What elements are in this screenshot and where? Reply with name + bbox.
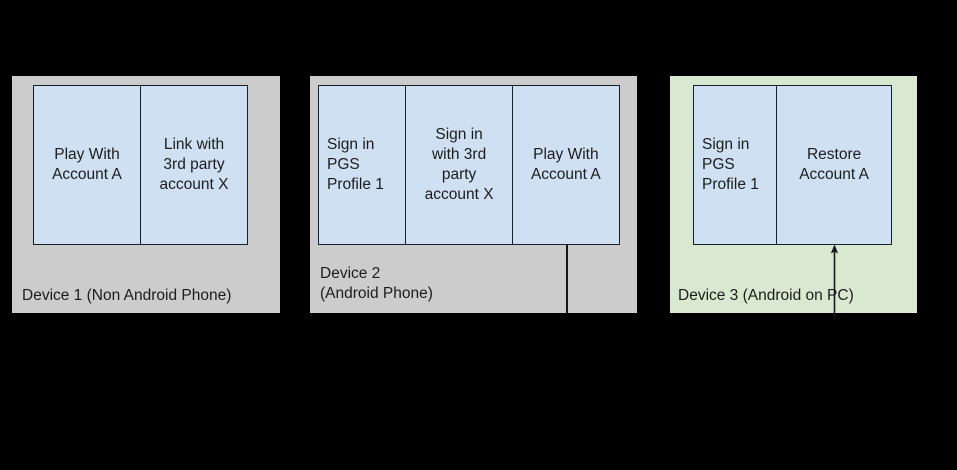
step-strip-device-1: Play With Account A Link with 3rd party … — [33, 85, 248, 245]
step-strip-device-2: Sign in PGS Profile 1 Sign in with 3rd p… — [318, 85, 620, 245]
device-caption-device-3: Device 3 (Android on PC) — [678, 287, 854, 304]
connector-restore-inbound-arrow — [830, 244, 839, 319]
step-cell[interactable]: Sign in PGS Profile 1 — [694, 86, 778, 244]
connector-device2-drop-line — [566, 245, 568, 313]
device-caption-device-2: Device 2 (Android Phone) — [320, 265, 433, 303]
step-cell[interactable]: Sign in PGS Profile 1 — [319, 86, 407, 244]
step-cell[interactable]: Play With Account A — [530, 145, 601, 183]
step-cell[interactable]: Play With Account A — [34, 86, 141, 244]
arrowhead-up-icon — [830, 244, 839, 254]
step-cell[interactable]: Sign in with 3rd party account X — [406, 86, 513, 244]
device-caption-device-1: Device 1 (Non Android Phone) — [22, 287, 232, 304]
step-cell[interactable]: Link with 3rd party account X — [159, 135, 229, 194]
step-strip-device-3: Sign in PGS Profile 1 Restore Account A — [693, 85, 892, 245]
step-cell[interactable]: Restore Account A — [799, 145, 869, 183]
